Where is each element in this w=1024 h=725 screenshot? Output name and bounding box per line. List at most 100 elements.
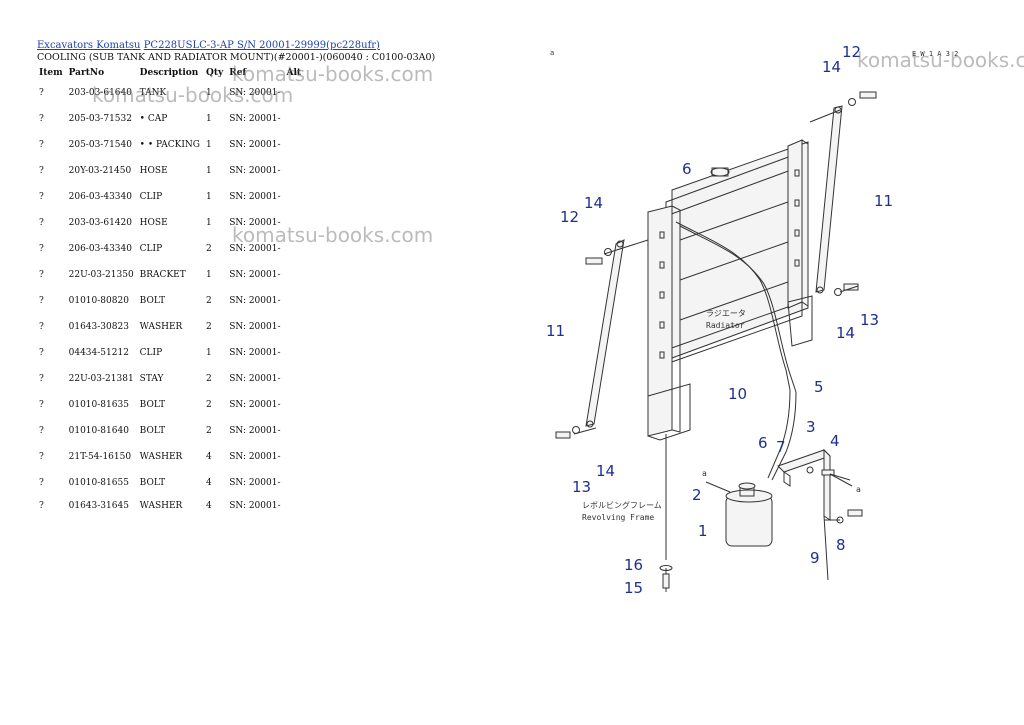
page-code: E W 1 A 3 2 (912, 50, 958, 58)
cell-ref: SN: 20001- (229, 348, 281, 358)
watermark: komatsu-books.com (857, 48, 1024, 72)
cell-item: ? (39, 166, 44, 176)
cell-ref: SN: 20001- (229, 270, 281, 280)
cell-ref: SN: 20001- (229, 88, 281, 98)
cell-qty: 2 (205, 374, 212, 384)
cell-item: ? (39, 296, 44, 306)
cell-description: HOSE (139, 166, 168, 176)
callout-number: 9 (810, 549, 820, 567)
col-header-ref: Ref (229, 68, 247, 78)
cell-ref: SN: 20001- (229, 218, 281, 228)
cell-alt (284, 132, 305, 158)
callout-number: 14 (584, 194, 603, 212)
callout-number: 11 (546, 322, 565, 340)
page-subtitle: COOLING (SUB TANK AND RADIATOR MOUNT)(#2… (37, 52, 436, 63)
cell-partno: 22U-03-21350 (68, 270, 134, 280)
cell-alt (284, 366, 305, 392)
callout-number: 2 (692, 486, 702, 504)
callout-number: 3 (806, 418, 816, 436)
watermark: komatsu-books.com (232, 223, 434, 247)
cell-partno: 206-03-43340 (68, 244, 132, 254)
cell-ref: SN: 20001- (229, 296, 281, 306)
cell-item: ? (39, 400, 44, 410)
cell-partno: 01010-81640 (68, 426, 129, 436)
callout-number: 12 (842, 43, 861, 61)
cell-item: ? (39, 244, 44, 254)
breadcrumb: Excavators Komatsu PC228USLC-3-AP S/N 20… (37, 40, 380, 51)
cell-alt (284, 392, 305, 418)
callout-number: 10 (728, 385, 747, 403)
cell-partno: 01010-81635 (68, 400, 129, 410)
cell-ref: SN: 20001- (229, 426, 281, 436)
cell-qty: 2 (205, 244, 212, 254)
col-header-qty: Qty (205, 68, 224, 78)
cell-qty: 1 (205, 270, 212, 280)
cell-alt (284, 470, 305, 496)
cell-alt (284, 106, 305, 132)
cell-description: BRACKET (139, 270, 186, 280)
cell-ref: SN: 20001- (229, 140, 281, 150)
cell-alt (284, 314, 305, 340)
cell-ref: SN: 20001- (229, 166, 281, 176)
cell-alt (284, 340, 305, 366)
cell-partno: 20Y-03-21450 (68, 166, 132, 176)
cell-qty: 1 (205, 114, 212, 124)
frame-label-jp: レボルビングフレーム (582, 500, 662, 510)
cell-item: ? (39, 140, 44, 150)
parts-table: Item PartNo Description Qty Ref Alt ?203… (36, 66, 304, 516)
cell-alt (284, 444, 305, 470)
cell-qty: 2 (205, 400, 212, 410)
cell-qty: 1 (205, 218, 212, 228)
cell-qty: 1 (205, 88, 212, 98)
cell-item: ? (39, 426, 44, 436)
ref-a-left: a (702, 469, 707, 478)
table-row: ? 205-03-71540 • • PACKING 1 SN: 20001- (36, 132, 304, 158)
breadcrumb-link-model[interactable]: PC228USLC-3-AP S/N 20001-29999(pc228ufr) (143, 40, 380, 51)
stay-left (585, 239, 625, 428)
watermark: komatsu-books.com (232, 62, 434, 86)
cell-description: BOLT (139, 426, 166, 436)
cell-partno: 01643-30823 (68, 322, 129, 332)
cell-item: ? (39, 270, 44, 280)
cell-item: ? (39, 88, 44, 98)
cell-partno: 01010-80820 (68, 296, 129, 306)
cell-partno: 206-03-43340 (68, 192, 132, 202)
breadcrumb-link-excavators[interactable]: Excavators Komatsu (37, 40, 141, 51)
watermark: komatsu-books.com (92, 83, 294, 107)
cell-description: TANK (139, 88, 167, 98)
callout-number: 4 (830, 432, 840, 450)
cell-qty: 1 (205, 192, 212, 202)
cell-partno: 21T-54-16150 (68, 452, 132, 462)
col-header-item: Item (39, 68, 63, 78)
col-header-alt: Alt (286, 68, 302, 78)
stay-right (815, 105, 843, 294)
cell-description: • CAP (139, 114, 168, 124)
cell-qty: 2 (205, 426, 212, 436)
cell-description: • • PACKING (139, 140, 200, 150)
cell-qty: 4 (205, 501, 212, 511)
radiator-assembly: ラジエータ Radiator (647, 139, 813, 441)
cell-partno: 01010-81655 (68, 478, 129, 488)
cell-qty: 1 (205, 140, 212, 150)
cell-description: BOLT (139, 296, 166, 306)
callout-number: 7 (776, 438, 786, 456)
cell-alt (284, 496, 305, 516)
cell-description: WASHER (139, 501, 183, 511)
cell-description: CLIP (139, 192, 163, 202)
cell-ref: SN: 20001- (229, 192, 281, 202)
radiator-label-en: Radiator (706, 321, 745, 330)
col-header-description: Description (139, 68, 199, 78)
col-header-partno: PartNo (68, 68, 105, 78)
cell-partno: 205-03-71540 (68, 140, 132, 150)
cell-ref: SN: 20001- (229, 478, 281, 488)
cell-item: ? (39, 218, 44, 228)
cell-qty: 4 (205, 478, 212, 488)
